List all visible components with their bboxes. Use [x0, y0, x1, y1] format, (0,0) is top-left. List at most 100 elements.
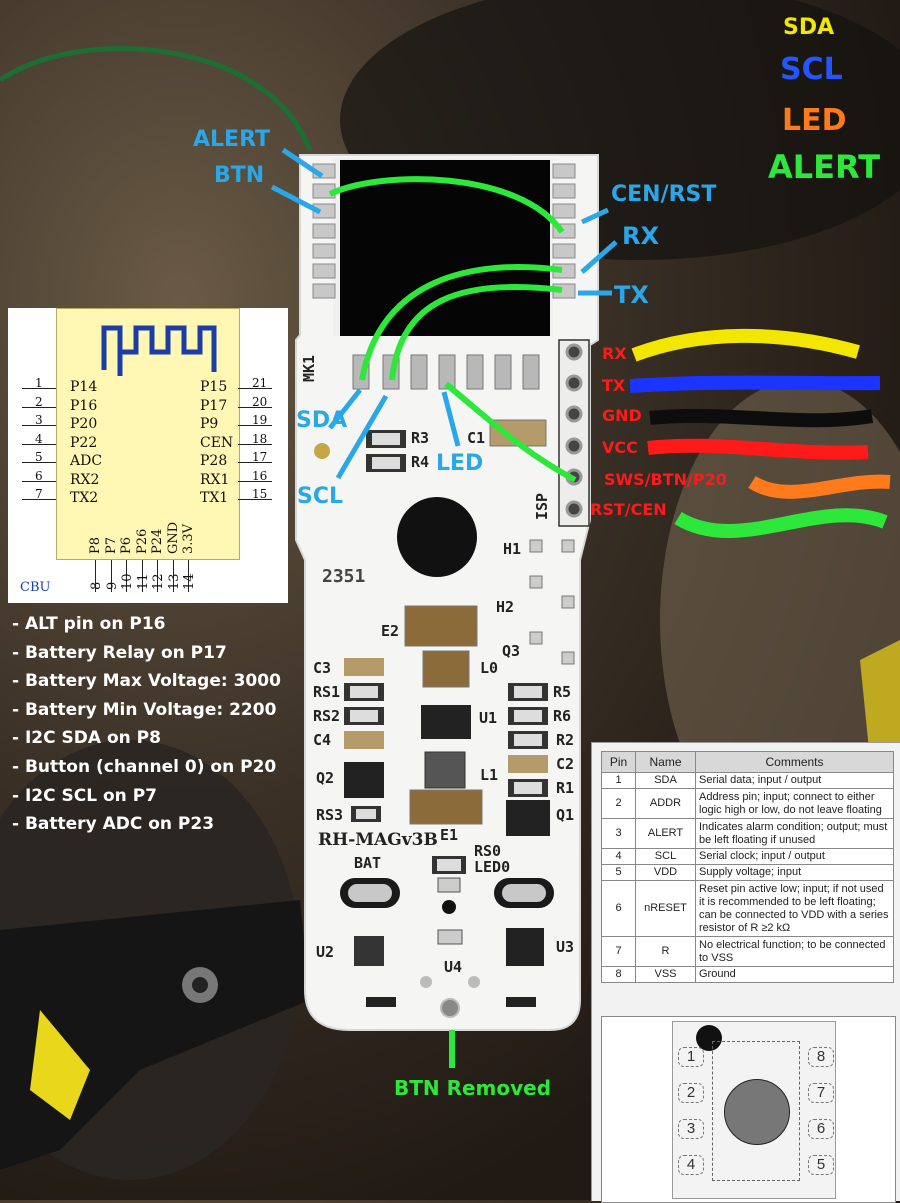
- label-alert: ALERT: [193, 127, 271, 152]
- sensor-pin-table: Pin Name Comments 1 SDA Serial data; inp…: [601, 751, 894, 983]
- cell-comments: Reset pin active low; input; if not used…: [695, 880, 894, 937]
- sda-pointer: [328, 388, 362, 430]
- cbu-pin-name: ADC: [70, 453, 103, 469]
- package-pin-right: 6: [808, 1119, 834, 1139]
- label-tx: TX: [614, 281, 649, 309]
- header-label-rst: RST/CEN: [590, 500, 667, 519]
- cbu-pin-number: 16: [252, 468, 268, 483]
- cbu-pin-line: [238, 388, 272, 389]
- led-wire: [444, 381, 577, 483]
- cbu-pin-number: 5: [35, 450, 43, 464]
- legend-scl: SCL: [780, 52, 843, 87]
- cbu-pin-number: 17: [252, 450, 268, 464]
- cbu-pin-name: P15: [200, 379, 228, 395]
- cbu-pin-line: [238, 425, 272, 426]
- cbu-title: CBU: [20, 580, 51, 595]
- silk-e2: E2: [381, 622, 399, 640]
- cbu-chip-body: [56, 308, 240, 560]
- alert-wire: [328, 176, 565, 234]
- cbu-pin-number: 15: [252, 487, 268, 501]
- table-row: 5 VDD Supply voltage; input: [601, 864, 894, 881]
- silk-c4: C4: [313, 731, 331, 749]
- silk-h2: H2: [496, 598, 514, 616]
- label-btn: BTN: [214, 163, 265, 188]
- cbu-pin-number: 3: [35, 413, 43, 427]
- btn-removed-label: BTN Removed: [394, 1076, 552, 1100]
- cbu-pin-number: 1: [35, 376, 43, 390]
- cbu-pin-line: [238, 462, 272, 463]
- note-line: - Button (channel 0) on P20: [12, 756, 277, 777]
- header-label-sws: SWS/BTN/P20: [604, 470, 727, 489]
- silk-board-name: RH-MAGv3B: [318, 830, 438, 850]
- cell-comments: Supply voltage; input: [695, 864, 894, 881]
- package-pin-left: 3: [678, 1119, 704, 1139]
- cbu-pin-number: 13: [166, 573, 182, 590]
- cell-comments: Address pin; input; connect to either lo…: [695, 788, 894, 819]
- legend-sda: SDA: [783, 15, 835, 40]
- header-label-gnd: GND: [602, 406, 642, 425]
- silk-u3: U3: [556, 938, 574, 956]
- cell-name: VSS: [635, 966, 696, 983]
- col-header-pin: Pin: [601, 751, 636, 773]
- header-label-tx: TX: [602, 376, 626, 395]
- cbu-pin-line: [172, 560, 174, 592]
- cbu-pin-number: 9: [104, 581, 120, 590]
- cbu-pin-name: 3.3V: [181, 523, 196, 554]
- module-left-pads: [312, 163, 336, 299]
- cell-pin: 1: [601, 772, 636, 789]
- cbu-pin-number: 2: [35, 394, 43, 409]
- cbu-pin-line: [238, 406, 272, 408]
- label-scl: SCL: [297, 484, 344, 509]
- cbu-pin-name: CEN: [200, 434, 234, 451]
- cbu-pin-number: 10: [120, 573, 135, 590]
- col-header-name: Name: [635, 751, 696, 773]
- cbu-pin-name: TX1: [200, 490, 229, 506]
- cbu-pin-number: 8: [89, 581, 104, 590]
- header-wire-rst: [674, 508, 888, 538]
- silk-rs1: RS1: [313, 683, 340, 701]
- cbu-pin-number: 11: [135, 573, 151, 590]
- silk-u2: U2: [316, 943, 334, 961]
- cbu-pin-line: [110, 560, 112, 592]
- silk-led0: LED0: [474, 858, 510, 876]
- cell-name: ALERT: [635, 818, 696, 849]
- note-line: - Battery Relay on P17: [12, 642, 227, 663]
- package-pin-left: 4: [678, 1155, 704, 1175]
- cbu-pin-name: P17: [200, 397, 228, 414]
- cbu-pin-line: [95, 560, 96, 592]
- cbu-pin-name: RX2: [70, 471, 100, 488]
- legend-alert: ALERT: [768, 148, 881, 186]
- cbu-pin-line: [22, 425, 56, 426]
- cell-name: nRESET: [635, 880, 696, 937]
- cbu-pin-line: [157, 560, 158, 592]
- silk-date: 2351: [322, 566, 365, 587]
- cbu-pin-line: [126, 560, 127, 592]
- silk-h1: H1: [503, 540, 521, 558]
- note-line: - Battery Max Voltage: 3000: [12, 671, 281, 692]
- cell-name: R: [635, 936, 696, 967]
- cbu-pin-name: P9: [200, 416, 219, 432]
- cell-pin: 2: [601, 788, 636, 819]
- cell-name: SCL: [635, 848, 696, 865]
- note-line: - Battery ADC on P23: [12, 814, 215, 835]
- header-wire-rx: [631, 328, 860, 362]
- package-pin-left: 2: [678, 1083, 704, 1103]
- silk-mk1: MK1: [300, 355, 318, 382]
- cbu-pin-name: GND: [165, 521, 181, 554]
- silk-u4: U4: [444, 958, 462, 976]
- cbu-pin-number: 7: [35, 487, 43, 501]
- package-pin-right: 7: [808, 1083, 834, 1103]
- module-shield: [340, 160, 550, 336]
- scl-pointer: [335, 394, 389, 480]
- rx-wire: [359, 264, 563, 381]
- cbu-pin-line: [188, 560, 189, 592]
- silk-isp: ISP: [533, 493, 551, 520]
- package-pin-right: 5: [808, 1155, 834, 1175]
- cell-comments: Serial data; input / output: [695, 772, 894, 789]
- silk-e1: E1: [440, 826, 458, 844]
- table-row: 4 SCL Serial clock; input / output: [601, 848, 894, 865]
- silk-l0: L0: [480, 659, 498, 677]
- header-wire-gnd: [649, 408, 874, 428]
